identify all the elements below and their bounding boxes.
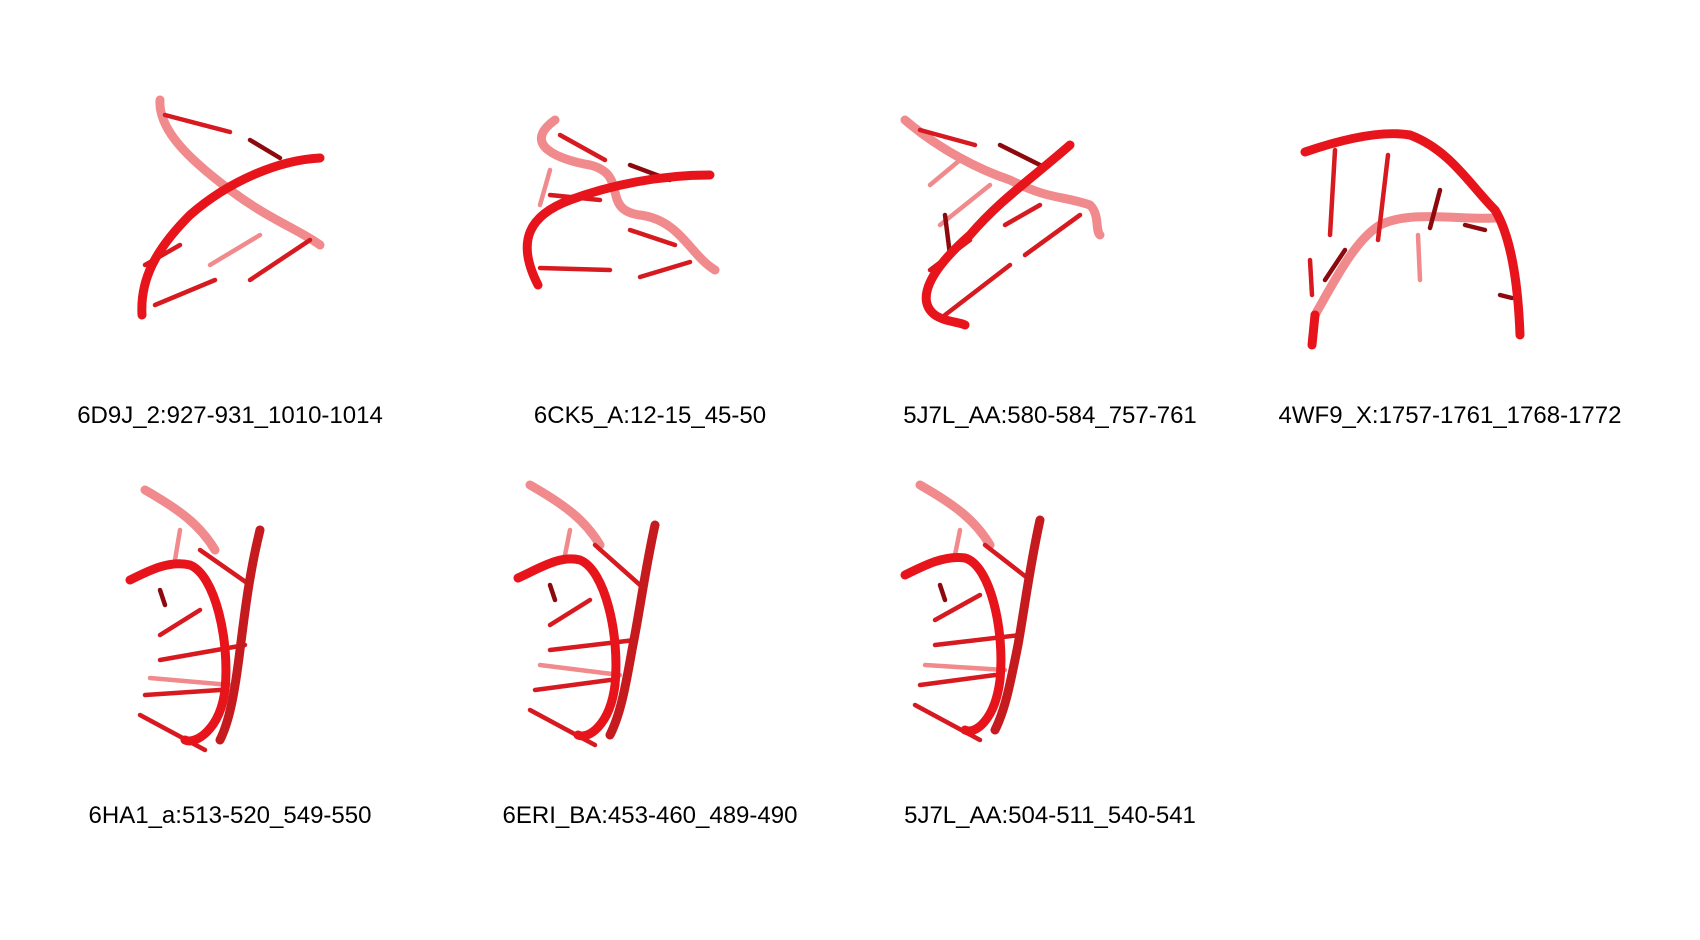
structure-label: 6D9J_2:927-931_1010-1014 [77, 402, 383, 429]
rna-structure-image-5 [125, 485, 265, 753]
rna-structure-image-1 [137, 95, 325, 320]
rna-structure-image-3 [900, 115, 1105, 330]
structure-label: 5J7L_AA:504-511_540-541 [904, 802, 1196, 829]
rna-structure-image-4 [1300, 129, 1525, 350]
rna-structure-image-6 [513, 480, 660, 748]
rna-structure-image-7 [900, 480, 1045, 743]
structure-label: 6HA1_a:513-520_549-550 [88, 802, 372, 829]
structure-label: 6CK5_A:12-15_45-50 [533, 402, 767, 429]
structure-label: 6ERI_BA:453-460_489-490 [502, 802, 798, 829]
rna-structure-image-2 [522, 115, 720, 290]
structure-label: 4WF9_X:1757-1761_1768-1772 [1278, 402, 1622, 429]
structure-label: 5J7L_AA:580-584_757-761 [903, 402, 1197, 429]
